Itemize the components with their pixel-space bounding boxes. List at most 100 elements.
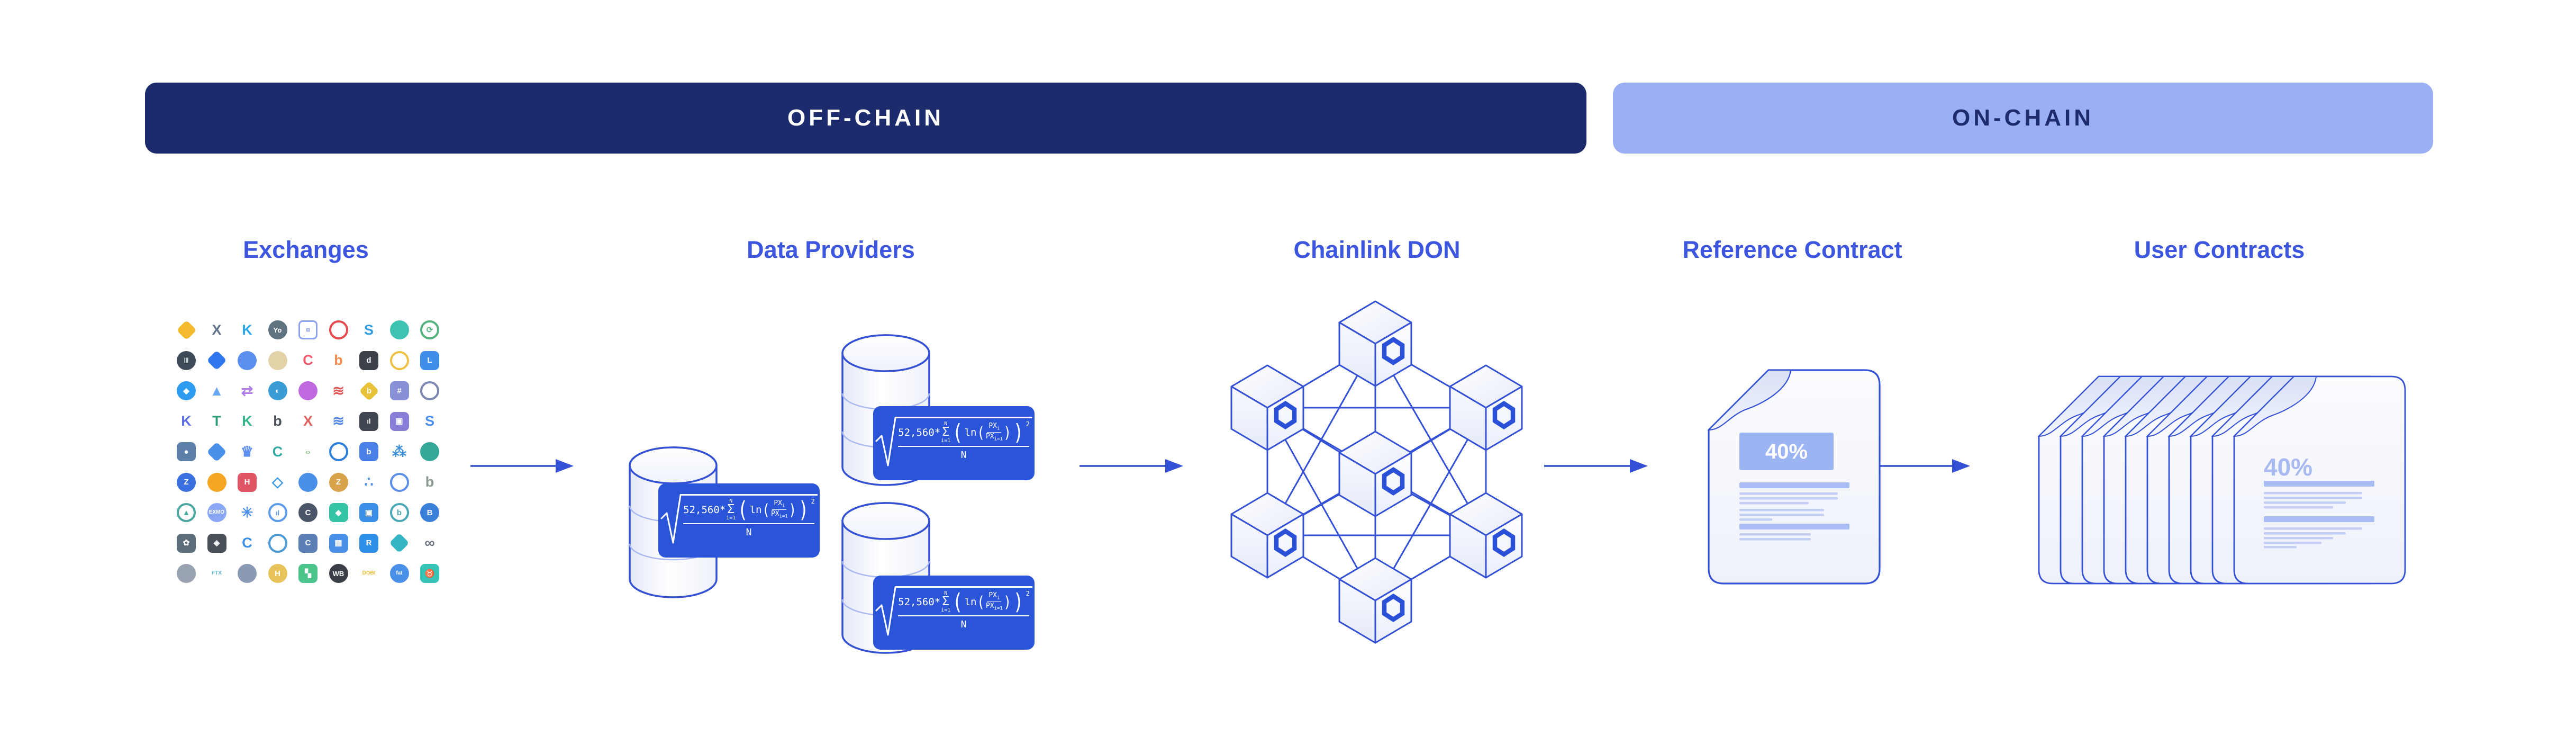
coinbase-icon: C [242, 535, 252, 551]
formula-exponent: 2 [1026, 420, 1030, 428]
ftx-icon: FTX [212, 570, 222, 576]
user-contract-value: 40% [2264, 453, 2312, 481]
formula-denominator: N [960, 450, 967, 461]
crex24-icon: ◆ [176, 381, 196, 401]
formula-ln: ln [964, 426, 977, 438]
bkex-icon: # [389, 381, 410, 401]
luno-icon [389, 320, 410, 340]
volatility-formula-box: 52,560* N Σ i=1 ( ln ( PXi PXi=1 ) ) 2 N [873, 406, 1035, 480]
coinone-icon: C [303, 352, 313, 368]
flow-arrow [1875, 459, 1970, 473]
volatility-formula-box: 52,560* N Σ i=1 ( ln ( PXi PXi=1 ) ) 2 N [873, 576, 1035, 650]
contract-text-line [1739, 502, 1809, 505]
summation-symbol: N Σ i=1 [941, 421, 951, 444]
don-node [1230, 492, 1304, 579]
snowgem-icon [268, 351, 288, 371]
switcheo-icon: ⇄ [241, 382, 253, 399]
xena-icon: X [303, 413, 313, 429]
contract-text-line [1739, 497, 1838, 500]
contract-text-line [2264, 546, 2297, 549]
contract-text-line [2264, 481, 2374, 487]
flow-arrow [470, 459, 574, 473]
folded-corner-icon [1707, 369, 1792, 431]
formula-coefficient: 52,560* [683, 504, 726, 516]
bibox-icon: ▣ [389, 411, 410, 432]
coinsbit-icon: ◆ [329, 502, 349, 523]
bitvavo-icon: ▣ [359, 502, 379, 523]
peak-exchange-icon: ▲ [176, 502, 196, 523]
value-badge [1739, 433, 1834, 470]
zgold-icon: Z [329, 472, 349, 492]
tokenomy-icon: T [212, 413, 221, 429]
contract-text-line [1739, 533, 1811, 536]
contract-text-line [2264, 497, 2362, 499]
rightbtc-icon: R [359, 533, 379, 553]
contract-text-line [2264, 542, 2321, 544]
coinzoom-icon: ✳ [241, 504, 253, 520]
sunsquare-icon: ● [176, 442, 196, 462]
chainlink-logo-icon [1382, 593, 1405, 623]
user-contracts-title: User Contracts [2134, 236, 2305, 263]
coinfield-icon: C [298, 502, 318, 523]
contract-text-line [2264, 532, 2346, 535]
okcoin-icon [206, 441, 227, 462]
osl-icon: ◐ [268, 381, 288, 401]
unicorn-dex-icon [176, 563, 196, 584]
contract-text-line [2264, 492, 2362, 495]
kuna-icon [268, 533, 288, 553]
don-node [1230, 364, 1304, 451]
price-ratio: PXi PXi=1 [985, 422, 1003, 443]
flow-arrows [470, 459, 1970, 473]
formula-coefficient: 52,560* [898, 596, 941, 608]
upbit-icon: ||| [176, 351, 196, 371]
flow-arrow [1080, 459, 1183, 473]
gemini-icon [298, 472, 318, 492]
data-providers-title: Data Providers [747, 236, 915, 263]
zb-icon: Z [176, 472, 196, 492]
don-node [1338, 300, 1412, 387]
reference-contract-title: Reference Contract [1682, 236, 1902, 263]
bitbank-icon [389, 351, 410, 371]
tokok-icon [389, 533, 410, 553]
exmo-icon: EXMO [207, 502, 227, 523]
on-chain-band: ON-CHAIN [1613, 83, 2433, 154]
eqonex-icon: ıl [359, 411, 379, 432]
chainlink-logo-icon [1492, 528, 1516, 558]
leafex-icon: ✿ [176, 533, 196, 553]
radical-sign-icon [875, 417, 896, 466]
price-ratio: PXi PXi=1 [770, 499, 788, 520]
on-chain-label: ON-CHAIN [1952, 105, 2094, 131]
radical-sign-icon [660, 494, 682, 544]
chainlink-logo-icon [1274, 400, 1297, 430]
radical-sign-icon [875, 586, 896, 636]
don-node [1338, 557, 1412, 644]
mountain-exchange-icon: ▲ [210, 382, 224, 399]
contract-text-line [1739, 509, 1824, 511]
beaxy-icon: ▚ [298, 563, 318, 584]
deribit-icon: d [359, 351, 379, 371]
contract-text-line [1739, 482, 1849, 488]
localtrade-icon: ∞ [424, 535, 435, 551]
formula-ln: ln [964, 596, 977, 608]
formula-ln: ln [749, 504, 762, 516]
price-ratio: PXi PXi=1 [985, 591, 1003, 612]
contract-text-line [2264, 506, 2333, 509]
kucoin-icon: K [242, 321, 252, 338]
paxful-icon: ⁂ [392, 443, 406, 460]
exchanges-title: Exchanges [243, 236, 369, 263]
contract-text-line [2264, 501, 2346, 504]
bitrue-icon [329, 442, 349, 462]
hotbit-icon: H [237, 472, 257, 492]
graviex-icon [420, 381, 440, 401]
poloniex-icon: X [212, 321, 222, 338]
formula-exponent: 2 [811, 497, 815, 505]
off-chain-label: OFF-CHAIN [787, 105, 944, 131]
changenow-icon: ⟳ [420, 320, 440, 340]
hitbtc-icon [237, 351, 257, 371]
contract-text-line [2264, 527, 2362, 530]
hoo-icon: H [268, 563, 288, 584]
fatbtc-icon: fat [389, 563, 410, 584]
contract-text-line [1739, 514, 1824, 516]
contract-text-line [1739, 518, 1772, 521]
